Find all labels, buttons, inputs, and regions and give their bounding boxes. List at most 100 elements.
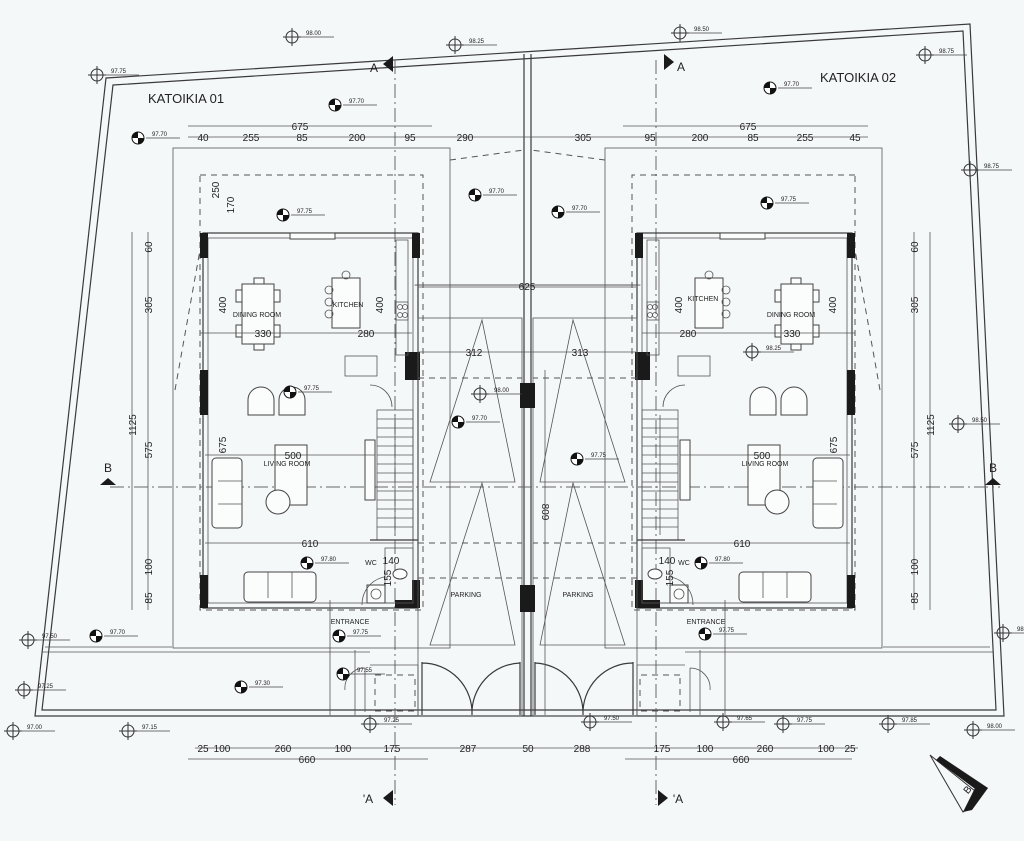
benchmark-crosshair-icon <box>774 715 825 733</box>
level-value: 98.25 <box>766 346 782 352</box>
dimension-label: 175 <box>654 744 671 755</box>
dimension-label: 313 <box>572 348 589 359</box>
benchmark-crosshair-icon <box>671 24 722 42</box>
dimension-label: 290 <box>457 133 474 144</box>
level-value: 98.00 <box>494 388 510 394</box>
spot-level-icon <box>276 208 325 222</box>
level-value: 97.70 <box>489 189 505 195</box>
dimension-label: 675 <box>218 436 229 453</box>
dimension-label: 675 <box>740 122 757 133</box>
dimension-label: 287 <box>460 744 477 755</box>
level-value: 97.30 <box>255 681 271 687</box>
level-value: 97.70 <box>472 416 488 422</box>
dining-table <box>235 277 281 351</box>
north-arrow-icon <box>929 754 988 813</box>
dimension-label: 625 <box>519 282 536 293</box>
dimension-label: 500 <box>754 451 771 462</box>
dimension-label: 660 <box>299 755 316 766</box>
level-value: 97.75 <box>719 628 735 634</box>
section-mark-label: B <box>989 461 997 475</box>
dimension-label: 200 <box>692 133 709 144</box>
level-value: 97.85 <box>902 718 918 724</box>
level-value: 97.75 <box>297 209 313 215</box>
dimension-label: 312 <box>466 348 483 359</box>
room-label: KITCHEN <box>333 302 364 309</box>
spot-level-icon <box>336 667 385 681</box>
dimension-label: 175 <box>384 744 401 755</box>
level-value: 97.70 <box>784 82 800 88</box>
room-label: DINING ROOM <box>767 312 815 319</box>
section-b-arrow-icon <box>100 478 116 485</box>
room-label: PARKING <box>563 592 594 599</box>
level-value: 97.80 <box>715 557 731 563</box>
level-value: 97.75 <box>353 630 369 636</box>
level-value: 97.70 <box>152 132 168 138</box>
dimension-label: 155 <box>383 569 394 586</box>
benchmark-crosshair-icon <box>88 66 139 84</box>
dimension-label: 330 <box>784 329 801 340</box>
dimension-label: 50 <box>522 744 534 755</box>
level-value: 97.55 <box>357 668 373 674</box>
room-label: KATOIKIA 02 <box>820 70 896 85</box>
spot-level-icon <box>451 415 500 429</box>
section-a-arrow-icon <box>383 790 393 806</box>
dimension-label: 675 <box>292 122 309 133</box>
wc <box>361 547 414 606</box>
dimension-label: 25 <box>197 744 209 755</box>
spot-level-icon <box>698 627 747 641</box>
dimension-label: 260 <box>757 744 774 755</box>
tv-unit <box>364 439 376 501</box>
dimension-label: 288 <box>574 744 591 755</box>
dimension-label: 60 <box>910 241 921 253</box>
spot-level-icon <box>131 131 180 145</box>
dimension-label: 610 <box>302 539 319 550</box>
benchmark-crosshair-icon <box>961 161 1012 179</box>
dimension-label: 85 <box>296 133 308 144</box>
dimension-label: 575 <box>910 441 921 458</box>
spot-level-icon <box>570 452 619 466</box>
spot-level-icon <box>328 98 377 112</box>
benchmark-crosshair-icon <box>4 722 55 740</box>
dimension-label: 100 <box>214 744 231 755</box>
dimension-label: 100 <box>697 744 714 755</box>
dimension-label: 1125 <box>128 414 139 436</box>
dimension-label: 155 <box>665 569 676 586</box>
benchmark-crosshair-icon <box>361 715 412 733</box>
level-value: 97.75 <box>781 197 797 203</box>
dimension-label: 809 <box>539 504 550 521</box>
room-label: LIVING ROOM <box>264 461 311 468</box>
benchmark-crosshair-icon <box>994 624 1024 642</box>
spot-level-icon <box>283 385 332 399</box>
level-value: 97.50 <box>42 634 58 640</box>
spot-level-icon <box>551 205 600 219</box>
spot-level-icon <box>89 629 138 643</box>
level-value: 98.25 <box>469 39 485 45</box>
room-label: KATOIKIA 01 <box>148 91 224 106</box>
benchmark-crosshair-icon <box>949 415 1000 433</box>
benchmark-crosshair-icon <box>119 722 170 740</box>
dimension-label: 280 <box>358 329 375 340</box>
benchmark-crosshair-icon <box>879 715 930 733</box>
level-value: 97.70 <box>349 99 365 105</box>
benchmark-crosshair-icon <box>283 28 334 46</box>
benchmark-crosshair-icon <box>964 721 1015 739</box>
room-label: ENTRANCE <box>331 619 370 626</box>
kitchen-island <box>324 270 361 329</box>
level-value: 98 <box>1017 627 1024 633</box>
level-value: 98.50 <box>972 418 988 424</box>
dimension-label: 140 <box>383 556 400 567</box>
dimension-label: 400 <box>375 296 386 313</box>
dimension-label: 200 <box>349 133 366 144</box>
dimension-label: 60 <box>144 241 155 253</box>
dimension-label: 85 <box>747 133 759 144</box>
level-value: 97.75 <box>304 386 320 392</box>
spot-level-icon <box>300 556 349 570</box>
level-value: 97.25 <box>38 684 54 690</box>
room-label: DINING ROOM <box>233 312 281 319</box>
staircase <box>369 384 418 541</box>
dimension-label: 610 <box>734 539 751 550</box>
room-label: ENTRANCE <box>687 619 726 626</box>
dimension-label: 250 <box>211 181 222 198</box>
